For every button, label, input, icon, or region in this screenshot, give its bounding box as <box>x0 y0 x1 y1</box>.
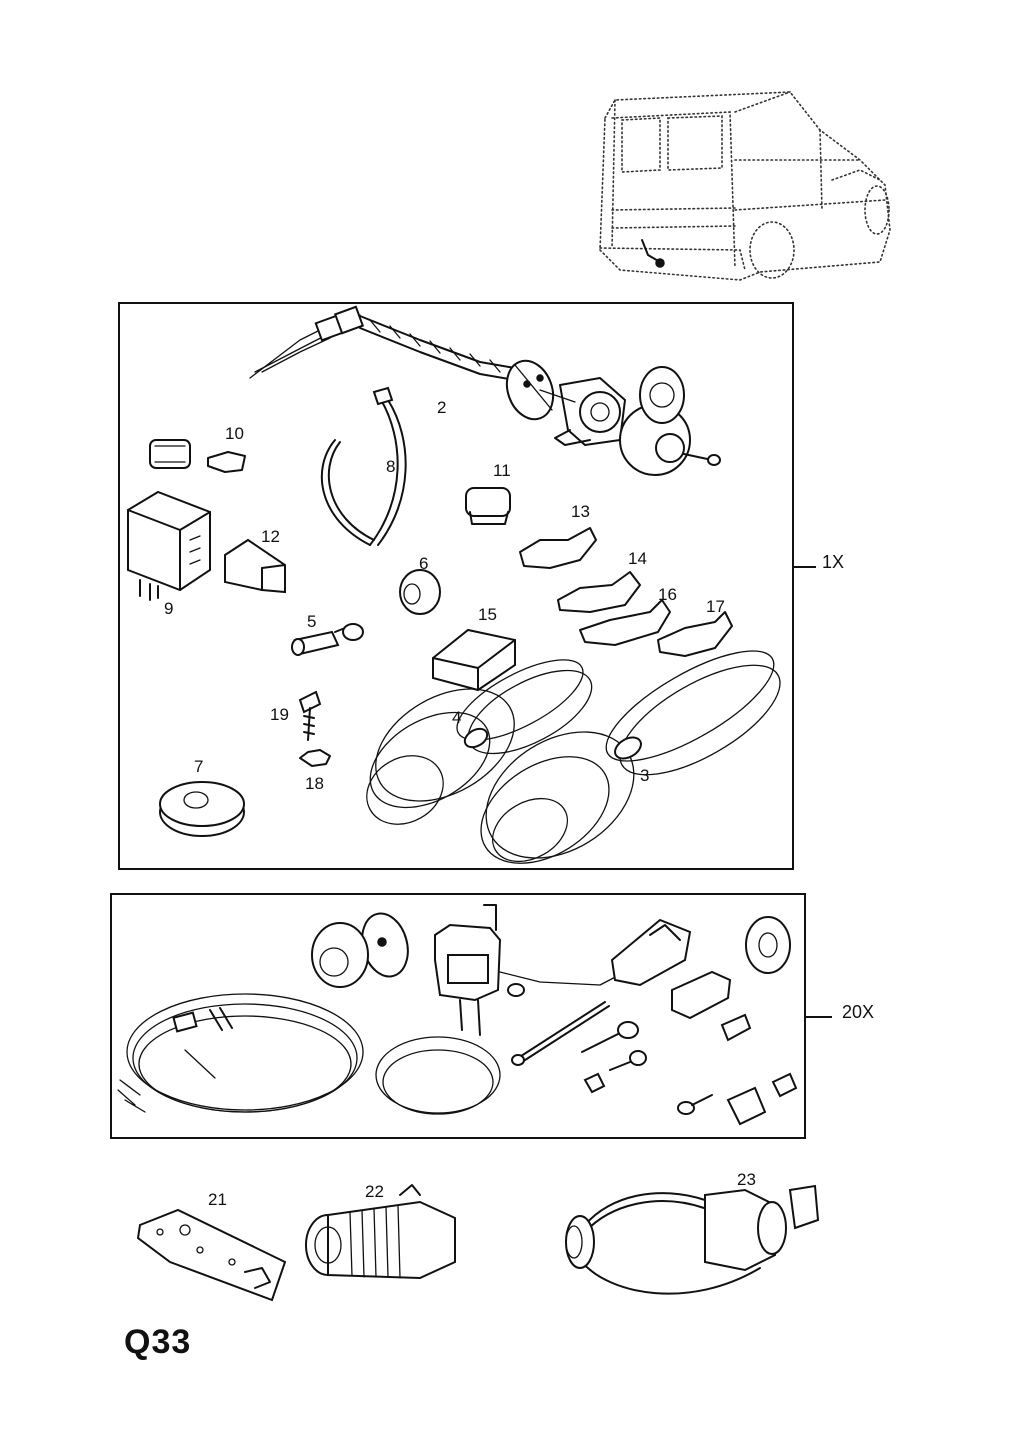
connector-housing-drawing <box>432 628 516 692</box>
part-label-3: 3 <box>640 766 650 785</box>
part-label-8: 8 <box>386 457 396 476</box>
part-label-22: 22 <box>365 1182 384 1201</box>
hardware-drawing <box>511 1001 647 1094</box>
socket-plate-drawing <box>311 912 409 988</box>
relay-drawing <box>127 490 211 601</box>
part-label-19: 19 <box>270 705 289 724</box>
cable-tie-drawing <box>320 386 407 546</box>
part-label-4: 4 <box>452 708 462 727</box>
part-label-5: 5 <box>307 612 317 631</box>
part-label-14: 14 <box>628 549 647 568</box>
wiring-harness-drawing <box>249 305 721 476</box>
cable-loop-drawing <box>117 993 364 1113</box>
kit-1x-label: 1X <box>822 552 845 572</box>
module-drawing <box>375 904 626 1115</box>
part-label-6: 6 <box>419 554 429 573</box>
nut-drawing <box>299 749 331 767</box>
part-label-15: 15 <box>478 605 497 624</box>
terminals-drawing <box>519 527 733 657</box>
part-label-12: 12 <box>261 527 280 546</box>
part-label-2: 2 <box>437 398 447 417</box>
bulb-holder-drawing <box>465 487 511 525</box>
wire-coil-large-drawing <box>480 650 781 864</box>
diagram-code: Q33 <box>124 1323 192 1361</box>
part-label-16: 16 <box>658 585 677 604</box>
kit-1x-leader <box>794 566 816 568</box>
part-label-10: 10 <box>225 424 244 443</box>
part-label-17: 17 <box>706 597 725 616</box>
cover-disc-drawing <box>159 781 245 837</box>
part-label-9: 9 <box>164 599 174 618</box>
wire-coil-small-drawing <box>366 659 593 825</box>
part-label-11: 11 <box>493 461 511 480</box>
bulb-drawing <box>149 439 246 473</box>
upper-connector-drawing <box>610 918 692 987</box>
ring-terminal-drawing <box>291 623 364 656</box>
part-label-23: 23 <box>737 1170 756 1189</box>
adapter-cable-drawing <box>565 1184 820 1295</box>
small-connectors-drawing <box>671 970 752 1042</box>
part-label-18: 18 <box>305 774 324 793</box>
part-label-13: 13 <box>571 502 590 521</box>
part-label-21: 21 <box>208 1190 227 1209</box>
ring-grommet-drawing <box>745 916 791 974</box>
grommet-drawing <box>399 569 441 615</box>
kit-20x-label: 20X <box>842 1002 875 1022</box>
fuse-drawing <box>224 538 286 594</box>
bottom-terminals-drawing <box>677 1072 798 1126</box>
part-label-7: 7 <box>194 757 204 776</box>
mounting-plate-drawing <box>136 1208 287 1302</box>
kit-20x-leader <box>806 1016 832 1018</box>
plug-drawing <box>305 1184 456 1280</box>
screw-drawing <box>298 690 322 741</box>
